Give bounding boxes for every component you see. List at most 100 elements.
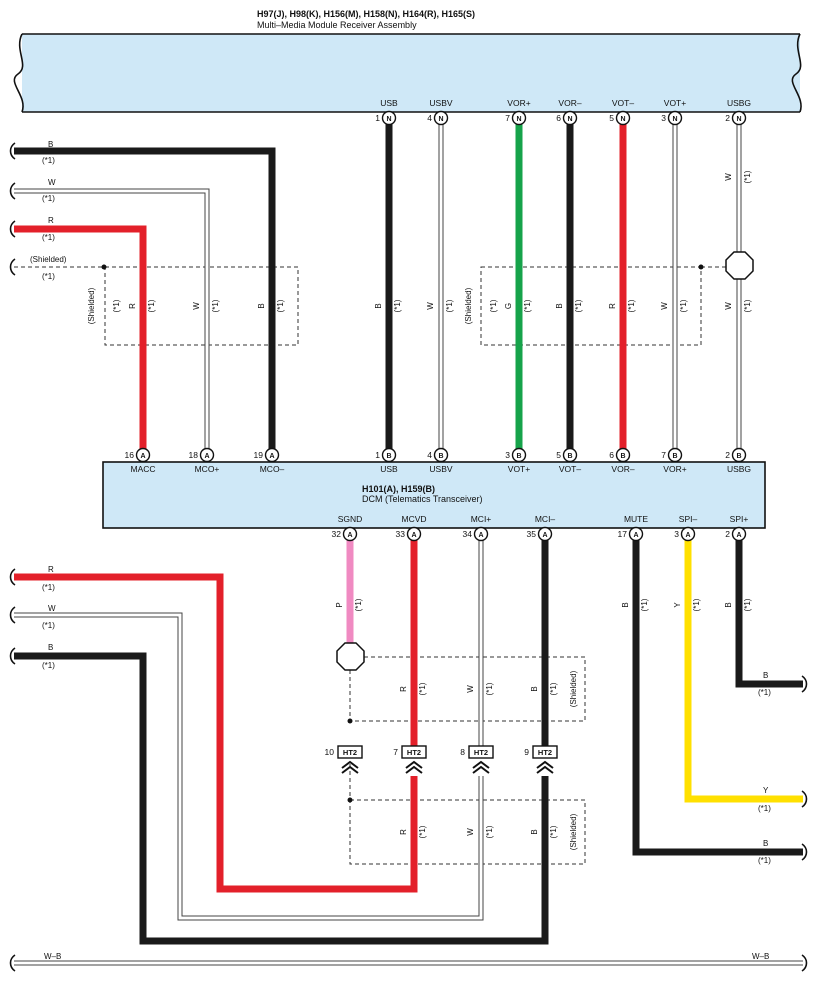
- pin-signal-name: VOT+: [508, 464, 530, 474]
- break-right-0: [801, 675, 808, 693]
- pin-number: 16: [125, 450, 135, 460]
- ht2-number: 8: [460, 747, 465, 757]
- vertical-wire-note-16: (*1): [485, 825, 494, 838]
- wire-layer: [14, 124, 803, 966]
- pin-number: 17: [618, 529, 628, 539]
- shield-junction-lower-b: [347, 797, 353, 803]
- pin-signal-name: VOT+: [664, 98, 686, 108]
- wire-mco-plus: [14, 189, 209, 455]
- shield-junction-left: [101, 264, 107, 270]
- vertical-wire-code-11: P: [335, 602, 344, 607]
- vertical-wire-code-5: G: [504, 303, 513, 309]
- pin-number: 3: [661, 113, 666, 123]
- splice-sgnd: [336, 642, 365, 671]
- vertical-wire-code-7: R: [608, 303, 617, 309]
- wire-label-right-y: Y: [763, 786, 769, 795]
- pin-signal-name: MCI–: [535, 514, 556, 524]
- pin-connector-letter: A: [685, 532, 690, 539]
- pin-connector-letter: B: [736, 453, 741, 460]
- ht2-chevron-icon: [472, 760, 490, 774]
- ht2-label: HT2: [407, 748, 421, 757]
- pin-number: 4: [427, 450, 432, 460]
- pin-number: 2: [725, 450, 730, 460]
- pin-signal-name: SPI–: [679, 514, 698, 524]
- pin-connector-letter: N: [672, 116, 677, 123]
- pin-number: 7: [661, 450, 666, 460]
- dcm-codes: H101(A), H159(B): [362, 484, 435, 494]
- ht2-chevron-icon: [536, 760, 554, 774]
- wire-label-left-b: B: [48, 140, 53, 149]
- note-lower-r: (*1): [42, 583, 55, 592]
- shield-junction-lower-a: [347, 718, 353, 724]
- pin-signal-name: VOR+: [507, 98, 530, 108]
- pin-circle: [731, 110, 747, 126]
- pin-number: 35: [527, 529, 537, 539]
- vertical-wire-note-19: (*1): [692, 598, 701, 611]
- vertical-wire-note-4: (*1): [445, 299, 454, 312]
- pin-number: 2: [725, 113, 730, 123]
- pin-number: 1: [375, 450, 380, 460]
- shield-junction-center: [698, 264, 704, 270]
- pin-number: 18: [189, 450, 199, 460]
- pin-connector-letter: N: [438, 116, 443, 123]
- vertical-wire-note-0: (*1): [147, 299, 156, 312]
- pin-number: 33: [396, 529, 406, 539]
- pin-connector-letter: A: [542, 532, 547, 539]
- pin-number: 32: [332, 529, 342, 539]
- break-right-1: [801, 790, 808, 808]
- pin-connector-letter: B: [386, 453, 391, 460]
- vertical-wire-note-6: (*1): [574, 299, 583, 312]
- wire-mci-minus-lower: [14, 652, 549, 945]
- wire-label-left-r: R: [48, 216, 54, 225]
- pin-connector-letter: B: [516, 453, 521, 460]
- vertical-wire-code-10: W: [724, 173, 733, 181]
- pin-circle: [342, 526, 358, 542]
- vertical-wire-note-9: (*1): [743, 299, 752, 312]
- vertical-wire-code-1: W: [192, 302, 201, 310]
- vertical-wire-code-8: W: [660, 302, 669, 310]
- pin-number: 3: [674, 529, 679, 539]
- break-left-3: [9, 258, 16, 276]
- ht2-box: [337, 745, 363, 759]
- wire-label-right-b2: B: [763, 839, 768, 848]
- pin-number: 7: [505, 113, 510, 123]
- pin-layer: N1USBN4USBVN7VOR+N6VOR–N5VOT–N3VOT+N2USB…: [125, 98, 751, 542]
- wire-mci-plus-lower: [14, 613, 483, 920]
- break-left-2: [9, 220, 16, 238]
- vertical-wire-code-12: R: [399, 686, 408, 692]
- wire-label-left-shielded: (Shielded): [30, 255, 67, 264]
- receiver-box-fill: [22, 34, 800, 112]
- pin-signal-name: SPI+: [730, 514, 749, 524]
- pin-signal-name: MCO–: [260, 464, 285, 474]
- ht2-number: 7: [393, 747, 398, 757]
- ht2-label: HT2: [343, 748, 357, 757]
- vertical-wire-code-16: W: [466, 828, 475, 836]
- pin-circle: [562, 110, 578, 126]
- shield-note-1: (*1): [489, 299, 498, 312]
- pin-signal-name: VOT–: [559, 464, 581, 474]
- break-left-0: [9, 142, 16, 160]
- pin-circle: [615, 110, 631, 126]
- shield-note-0: (*1): [112, 299, 121, 312]
- pin-number: 3: [505, 450, 510, 460]
- pin-signal-name: MCI+: [471, 514, 492, 524]
- wire-mcvd-lower: [14, 573, 418, 893]
- wire-spi-minus: [684, 540, 803, 803]
- pin-number: 19: [254, 450, 264, 460]
- pin-circle: [731, 526, 747, 542]
- break-right-3: [801, 954, 808, 972]
- vertical-wire-code-4: W: [426, 302, 435, 310]
- pin-number: 6: [609, 450, 614, 460]
- ht2-box: [401, 745, 427, 759]
- vertical-wire-code-6: B: [555, 303, 564, 308]
- pin-signal-name: MCO+: [195, 464, 220, 474]
- vertical-wire-note-13: (*1): [485, 682, 494, 695]
- vertical-wire-note-8: (*1): [679, 299, 688, 312]
